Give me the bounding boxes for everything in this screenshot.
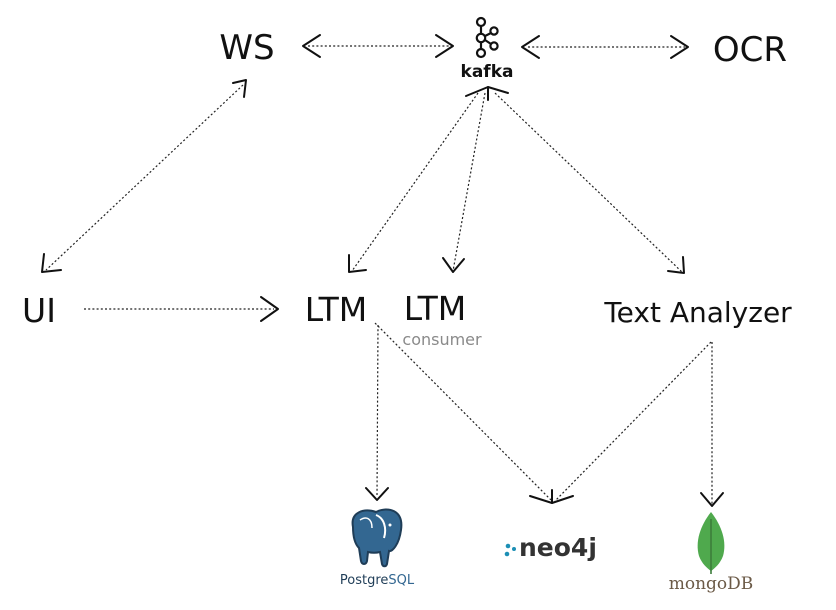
postgresql-label-accent: SQL xyxy=(388,573,414,588)
postgresql-logo: PostgreSQL xyxy=(340,508,415,588)
arrowhead-right xyxy=(435,34,454,58)
node-ltm-consumer: LTM xyxy=(404,289,466,328)
arrowhead-down xyxy=(41,253,62,273)
arrowhead-down xyxy=(667,256,685,274)
kafka-logo: kafka xyxy=(461,16,514,82)
edges xyxy=(45,45,713,505)
arrowhead-down xyxy=(442,257,465,273)
neo4j-logo: neo4j xyxy=(504,533,597,562)
arrowhead-up xyxy=(232,79,247,98)
kafka-icon xyxy=(475,16,499,59)
node-ui: UI xyxy=(22,291,56,330)
mongodb-logo: mongoDB xyxy=(669,512,754,594)
node-ws: WS xyxy=(219,28,274,68)
arrowhead-down xyxy=(700,492,724,507)
node-ocr: OCR xyxy=(713,30,787,70)
node-ltm: LTM xyxy=(305,290,367,329)
arrowhead-left xyxy=(521,35,540,59)
node-kafka-label: kafka xyxy=(461,62,514,82)
edge-text-analyzer-neo4j xyxy=(554,341,712,502)
arrowhead-right xyxy=(670,35,689,59)
arrowhead-left xyxy=(302,34,321,58)
edge-ltm-postgres xyxy=(376,324,379,498)
edge-kafka-ltm xyxy=(351,92,479,272)
edge-ltm-neo4j xyxy=(374,322,552,501)
arrowhead-right xyxy=(260,296,279,322)
neo4j-icon xyxy=(504,543,516,557)
postgresql-label-main: Postgre xyxy=(340,573,389,588)
postgresql-elephant-icon xyxy=(351,508,403,568)
edge-kafka-text-analyzer xyxy=(494,92,683,273)
mongodb-leaf-icon xyxy=(697,512,725,574)
edge-kafka-ltm-consumer xyxy=(452,92,486,272)
postgresql-label: PostgreSQL xyxy=(340,573,415,588)
edge-ws-ui xyxy=(45,84,244,271)
mongodb-label: mongoDB xyxy=(669,574,754,594)
arrowheads xyxy=(41,34,724,507)
node-ltm-consumer-sublabel: consumer xyxy=(402,330,482,349)
neo4j-label: neo4j xyxy=(519,533,597,562)
arrowhead-down xyxy=(365,487,389,501)
arrowhead-down xyxy=(348,254,367,273)
node-text-analyzer: Text Analyzer xyxy=(603,296,792,329)
